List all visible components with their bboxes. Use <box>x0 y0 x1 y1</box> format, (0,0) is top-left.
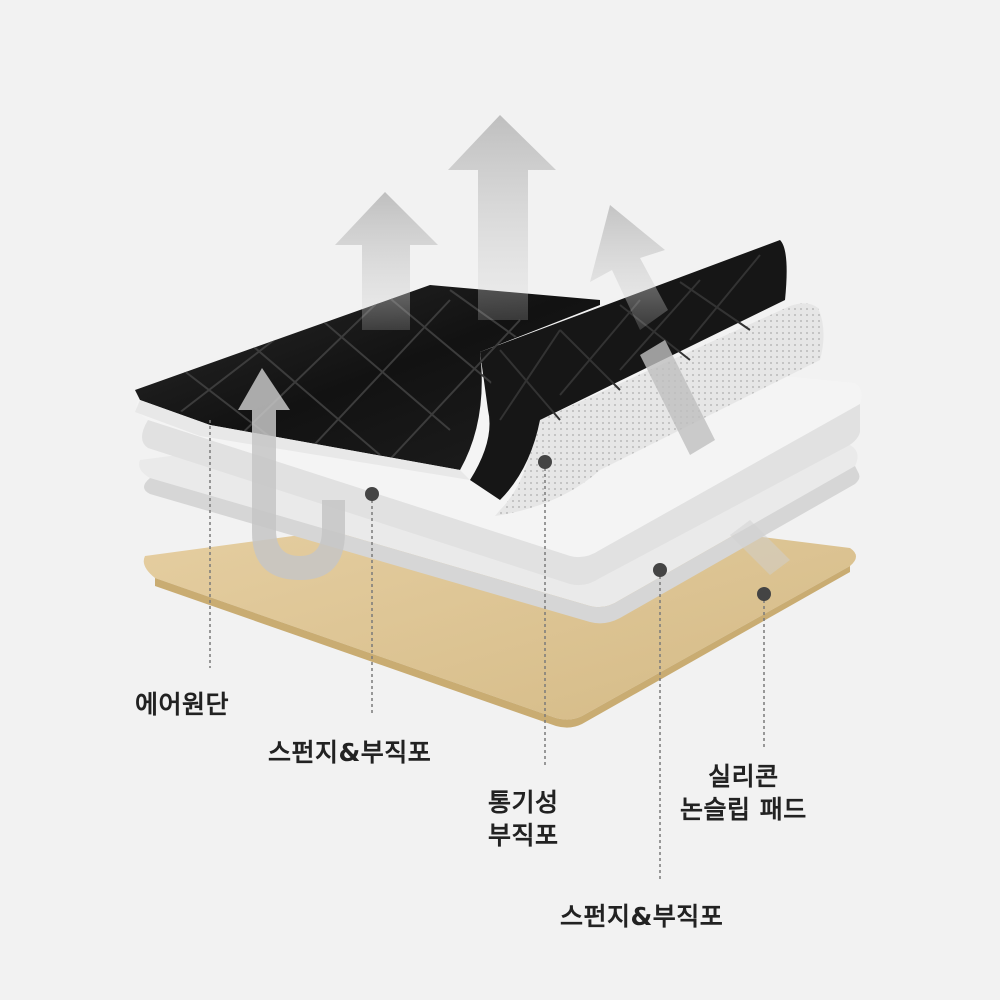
label-sponge-nonwoven-top: 스펀지&부직포 <box>268 738 432 767</box>
up-arrow-icon <box>730 520 790 575</box>
label-sponge-nonwoven-bottom: 스펀지&부직포 <box>560 902 724 931</box>
label-vent-line2: 부직포 <box>488 821 559 850</box>
leader-dots <box>365 455 771 601</box>
up-arrow-icon <box>335 192 438 330</box>
up-arrow-icon <box>590 205 668 330</box>
label-vent-line1: 통기성 <box>488 788 559 817</box>
airflow-arrows <box>238 115 790 580</box>
up-arrow-icon <box>448 115 556 320</box>
label-air-fabric: 에어원단 <box>135 690 230 719</box>
label-silicone-pad: 실리콘 논슬립 패드 <box>680 760 807 826</box>
leader-lines <box>209 420 765 882</box>
u-turn-arrow-icon <box>238 368 345 580</box>
up-arrow-icon <box>640 340 715 455</box>
label-silicone-line1: 실리콘 <box>708 762 779 791</box>
vent-fabric-layer <box>495 303 824 516</box>
label-vent-nonwoven: 통기성 부직포 <box>488 786 559 852</box>
air-fabric-layer <box>135 240 787 500</box>
label-silicone-line2: 논슬립 패드 <box>680 795 807 824</box>
